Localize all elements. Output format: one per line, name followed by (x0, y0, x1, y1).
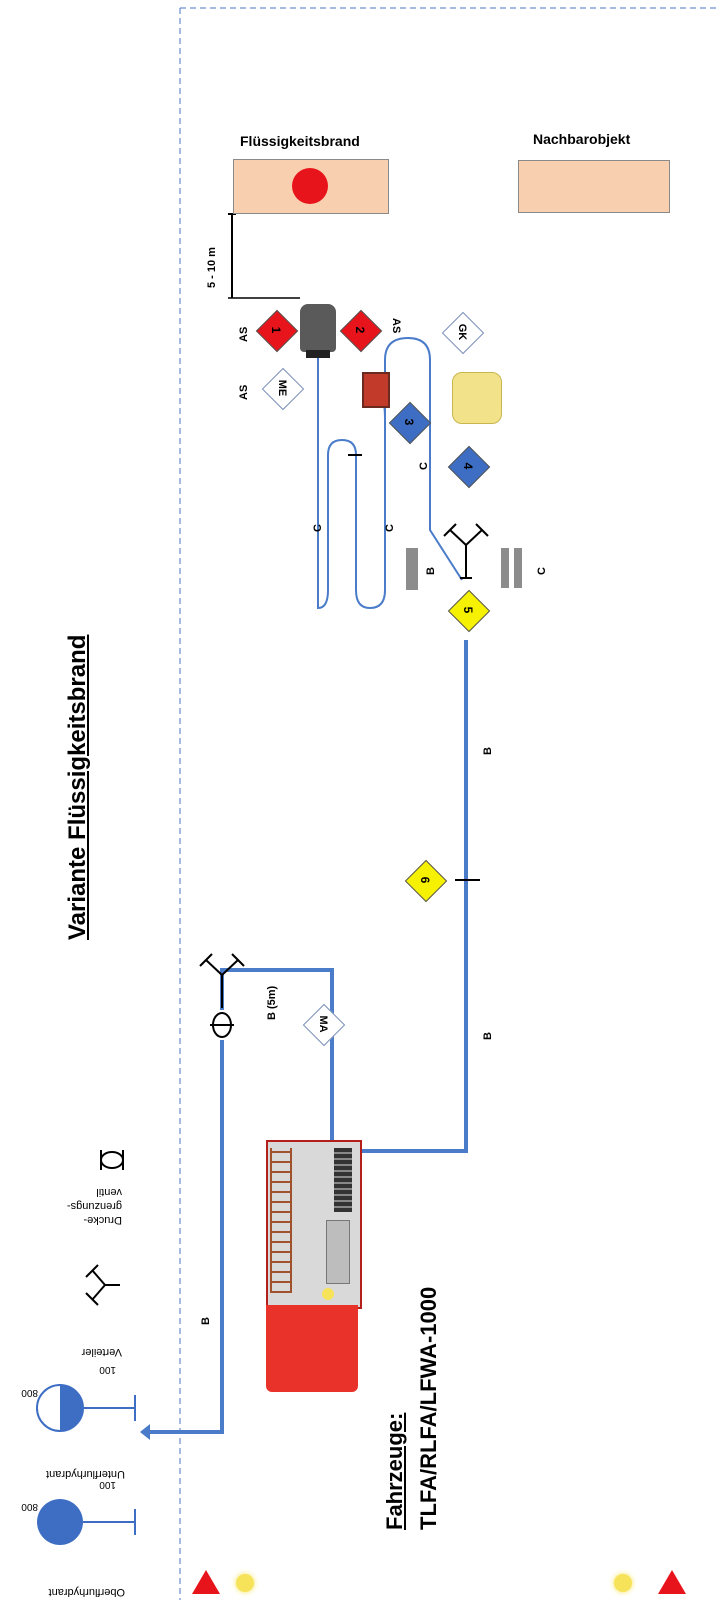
position-me: ME (261, 367, 305, 411)
diagram-title: Variante Flüssigkeitsbrand (64, 634, 91, 940)
legend-size-800-b: 800 (21, 1501, 38, 1512)
position-ma-label: MA (317, 1015, 329, 1033)
warning-triangle-icon (192, 1570, 220, 1594)
position-3: 3 (388, 401, 432, 445)
position-2-number: 2 (353, 326, 367, 334)
position-1: 1 (255, 309, 299, 353)
foam-container-icon (452, 372, 502, 424)
position-ma: MA (302, 1003, 346, 1047)
hose-b-label-3: B (482, 1032, 494, 1040)
position-gk: GK (441, 311, 485, 355)
warning-triangle-icon-2 (658, 1570, 686, 1594)
truck-cab (266, 1305, 358, 1392)
distance-label: 5 - 10 m (206, 247, 218, 288)
warning-light-icon (236, 1574, 254, 1592)
pump-icon (362, 372, 390, 408)
legend-pressure-valve-3: ventil (96, 1186, 122, 1198)
as-label-1: AS (238, 326, 250, 342)
foam-pipe-base-icon (306, 350, 330, 358)
as-label-2: AS (238, 384, 250, 400)
position-1-number: 1 (269, 326, 283, 334)
legend-pressure-valve-1: Drucke- (83, 1214, 122, 1226)
hose-c-label-3: C (418, 462, 430, 470)
fire-object-box (233, 159, 389, 214)
position-5-number: 5 (461, 606, 475, 614)
truck-ladder (270, 1148, 292, 1293)
legend-pressure-valve-2: grenzungs- (66, 1200, 122, 1212)
position-4-number: 4 (461, 462, 475, 470)
legend-distributor: Verteiler (81, 1346, 122, 1358)
fire-truck (266, 1140, 362, 1392)
position-gk-label: GK (456, 323, 468, 341)
hose-b-label-4: B (200, 1317, 212, 1325)
fire-icon (292, 168, 328, 204)
hose-b5m-label: B (5m) (266, 985, 278, 1020)
fire-object-label: Flüssigkeitsbrand (240, 133, 360, 149)
legend-size-100-b: 100 (99, 1479, 116, 1490)
position-5: 5 (447, 589, 491, 633)
legend-size-100-a: 100 (99, 1364, 116, 1375)
as-label-3: AS (390, 318, 402, 334)
position-2: 2 (339, 309, 383, 353)
hose-c-label-4: C (536, 567, 548, 575)
vehicles-heading: Fahrzeuge: (382, 1412, 407, 1530)
legend-overground-hydrant: Oberflurhydrant (48, 1586, 125, 1598)
vehicles-models: TLFA/RLFA/LFWA-1000 (416, 1286, 441, 1530)
legend-size-800-a: 800 (21, 1387, 38, 1398)
position-6: 6 (404, 859, 448, 903)
hose-c-label-2: C (384, 524, 396, 532)
position-4: 4 (447, 445, 491, 489)
truck-panel (326, 1220, 350, 1284)
position-3-number: 3 (402, 418, 416, 426)
warning-light-icon-2 (614, 1574, 632, 1592)
hose-b-label-2: B (482, 747, 494, 755)
truck-hose-reel (334, 1148, 352, 1212)
foam-pipe-icon (300, 304, 336, 352)
hose-b-label-1: B (425, 567, 437, 575)
position-6-number: 6 (418, 876, 432, 884)
position-me-label: ME (276, 379, 288, 397)
neighbor-object-label: Nachbarobjekt (533, 131, 631, 147)
neighbor-object-box (518, 160, 670, 213)
truck-light (322, 1288, 334, 1300)
hose-c-label-1: C (312, 524, 324, 532)
